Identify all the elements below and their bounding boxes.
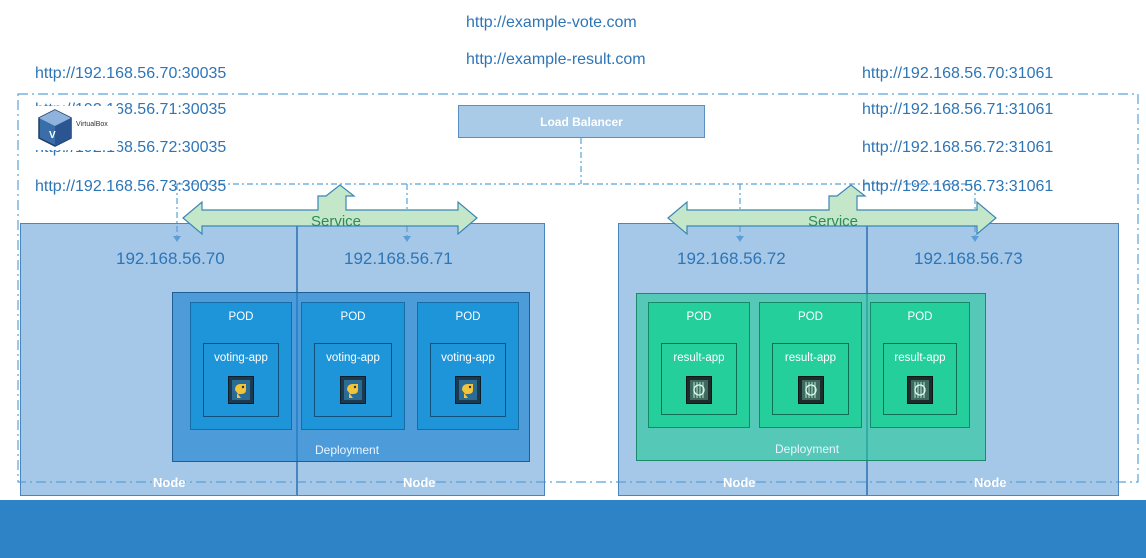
nodejs-icon <box>797 376 824 404</box>
result-app-container: result-app <box>883 343 957 415</box>
svg-text:V: V <box>49 130 56 141</box>
right-url-70[interactable]: http://192.168.56.70:31061 <box>862 65 1054 82</box>
result-pod-1: POD result-app <box>648 302 750 428</box>
result-app-label: result-app <box>784 352 837 364</box>
right-url-71[interactable]: http://192.168.56.71:31061 <box>862 101 1054 118</box>
voting-pod-2: POD voting-app <box>301 302 405 430</box>
result-url[interactable]: http://example-result.com <box>466 51 646 68</box>
voting-pod-1: POD voting-app <box>190 302 292 430</box>
pod-label: POD <box>228 311 254 323</box>
pod-label: POD <box>686 311 712 323</box>
voting-app-container: voting-app <box>430 343 506 417</box>
python-icon <box>455 376 481 404</box>
load-balancer: Load Balancer <box>458 105 705 138</box>
voting-pod-3: POD voting-app <box>417 302 519 430</box>
node-label-73: Node <box>974 475 1007 490</box>
voting-app-label: voting-app <box>441 352 495 364</box>
result-service-arrow <box>667 184 997 236</box>
result-app-label: result-app <box>894 352 946 364</box>
voting-app-label: voting-app <box>326 352 380 364</box>
vote-url[interactable]: http://example-vote.com <box>466 14 637 31</box>
virtualbox-logo: V VirtualBox <box>33 106 118 150</box>
voting-app-container: voting-app <box>314 343 392 417</box>
right-url-72[interactable]: http://192.168.56.72:31061 <box>862 139 1054 156</box>
node-label-72: Node <box>723 475 756 490</box>
voting-deployment-label: Deployment <box>315 443 380 457</box>
node-label-71: Node <box>403 475 436 490</box>
voting-service-arrow <box>182 184 478 236</box>
node-ip-70: 192.168.56.70 <box>116 249 225 268</box>
result-app-container: result-app <box>772 343 849 415</box>
left-url-73[interactable]: http://192.168.56.73:30035 <box>35 178 227 195</box>
pod-label: POD <box>455 311 481 323</box>
nodejs-icon <box>907 376 933 404</box>
result-service-label: Service <box>808 213 859 230</box>
voting-app-container: voting-app <box>203 343 279 417</box>
result-pod-2: POD result-app <box>759 302 862 428</box>
result-deployment-label: Deployment <box>775 442 840 456</box>
result-app-container: result-app <box>661 343 737 415</box>
node-ip-73: 192.168.56.73 <box>914 249 1023 268</box>
python-icon <box>228 376 254 404</box>
voting-app-label: voting-app <box>214 352 268 364</box>
left-url-70[interactable]: http://192.168.56.70:30035 <box>35 65 227 82</box>
virtualbox-cube-icon: V <box>38 109 72 147</box>
nodejs-icon <box>686 376 712 404</box>
voting-service-label: Service <box>311 213 362 230</box>
right-url-73[interactable]: http://192.168.56.73:31061 <box>862 178 1054 195</box>
cluster-boundary <box>17 93 1139 483</box>
pod-label: POD <box>340 311 366 323</box>
virtualbox-text: VirtualBox <box>76 121 108 128</box>
node-ip-71: 192.168.56.71 <box>344 249 453 268</box>
load-balancer-label: Load Balancer <box>540 115 623 129</box>
pod-label: POD <box>907 311 933 323</box>
python-icon <box>340 376 366 404</box>
node-ip-72: 192.168.56.72 <box>677 249 786 268</box>
result-pod-3: POD result-app <box>870 302 970 428</box>
node-label-70: Node <box>153 475 186 490</box>
pod-label: POD <box>798 311 823 323</box>
result-app-label: result-app <box>673 352 725 364</box>
bottom-bar <box>0 500 1146 558</box>
